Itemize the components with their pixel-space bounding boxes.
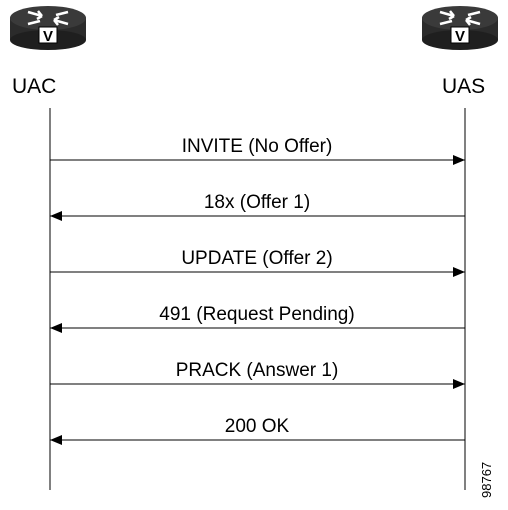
router-icon: V xyxy=(422,6,498,50)
figure-id: 98767 xyxy=(479,461,494,498)
message-label: 18x (Offer 1) xyxy=(203,192,311,213)
message-label: INVITE (No Offer) xyxy=(181,136,333,157)
message-label: PRACK (Answer 1) xyxy=(175,360,339,381)
router-badge: V xyxy=(43,28,53,45)
router-badge: V xyxy=(455,28,465,45)
uac-label: UAC xyxy=(12,75,57,98)
message-label: 491 (Request Pending) xyxy=(159,304,355,325)
message-label: 200 OK xyxy=(224,416,290,437)
message-label: UPDATE (Offer 2) xyxy=(181,248,333,269)
uas-label: UAS xyxy=(442,75,486,98)
router-icon: V xyxy=(10,6,86,50)
